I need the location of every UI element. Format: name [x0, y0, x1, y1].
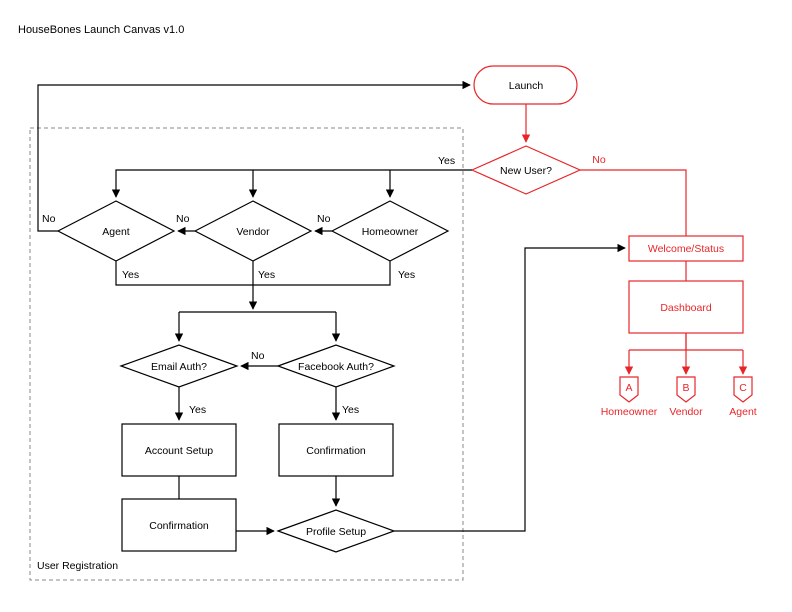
confirmation-email-node [121, 498, 237, 552]
agent-no-label: No [42, 213, 56, 225]
agent-label: Agent [102, 226, 130, 238]
launch-label: Launch [509, 80, 544, 92]
edge-agent-no-to-launch [37, 80, 471, 232]
connector-a-letter: A [625, 382, 632, 394]
facebook-yes-label: Yes [342, 404, 359, 416]
vendor-label: Vendor [236, 226, 270, 238]
facebook-auth-label: Facebook Auth? [298, 361, 374, 373]
facebook-auth-decision [276, 344, 396, 388]
account-setup-node [121, 423, 237, 477]
dashboard-label: Dashboard [660, 302, 712, 314]
homeowner-decision [330, 200, 450, 262]
email-yes-label: Yes [189, 404, 206, 416]
connector-b-label: Vendor [669, 406, 703, 418]
new-user-yes-label: Yes [438, 155, 455, 167]
connector-b-letter: B [682, 382, 689, 394]
diagram-title: HouseBones Launch Canvas v1.0 [18, 24, 184, 36]
edge-profile-to-welcome [394, 243, 626, 532]
agent-yes-label: Yes [122, 269, 139, 281]
connector-c-letter: C [739, 382, 747, 394]
dashboard-node [628, 280, 744, 334]
connector-a-label: Homeowner [601, 406, 658, 418]
homeowner-yes-label: Yes [398, 269, 415, 281]
profile-setup-label: Profile Setup [306, 526, 366, 538]
homeowner-label: Homeowner [362, 226, 419, 238]
agent-decision [56, 200, 176, 262]
confirmation-email-label: Confirmation [149, 520, 209, 532]
vendor-yes-label: Yes [258, 269, 275, 281]
facebook-no-label: No [251, 350, 265, 362]
connector-c-shape [733, 376, 753, 403]
connector-c-label: Agent [729, 406, 757, 418]
edge-new-user-yes-to-agent [111, 169, 472, 198]
connector-a-shape [619, 376, 639, 403]
homeowner-no-label: No [317, 213, 331, 225]
vendor-no-label: No [176, 213, 190, 225]
new-user-no-label: No [592, 154, 606, 166]
welcome-status-node [628, 235, 744, 262]
user-registration-label: User Registration [37, 560, 118, 572]
vendor-decision [193, 200, 313, 262]
connector-b-shape [676, 376, 696, 403]
account-setup-label: Account Setup [145, 445, 213, 457]
confirmation-fb-label: Confirmation [306, 445, 366, 457]
user-registration-group [29, 127, 464, 581]
edge-new-user-no [580, 169, 687, 236]
email-auth-label: Email Auth? [151, 361, 207, 373]
new-user-label: New User? [500, 165, 552, 177]
welcome-status-label: Welcome/Status [648, 243, 724, 255]
email-auth-decision [119, 344, 239, 388]
